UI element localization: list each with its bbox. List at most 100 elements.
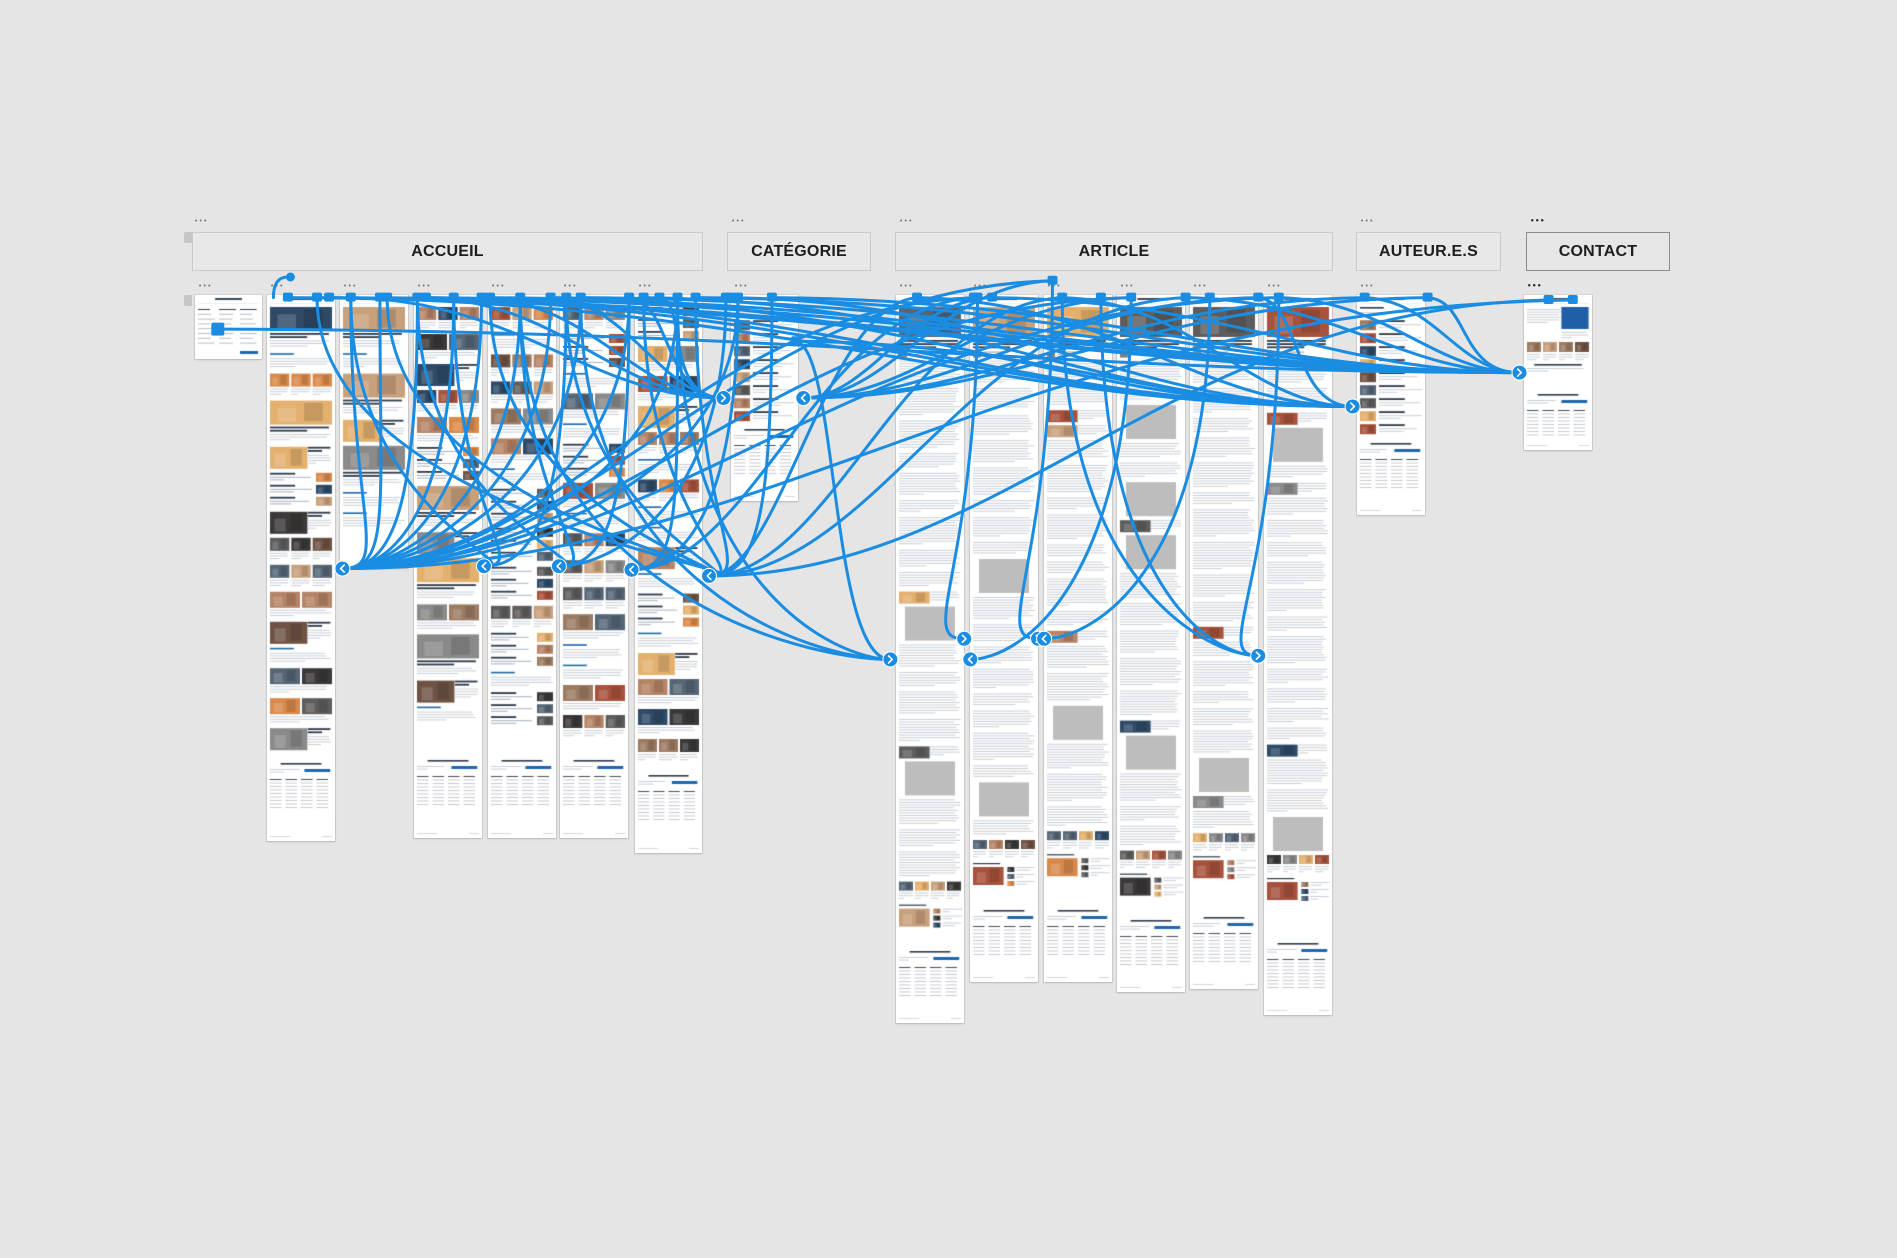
- connection-handle-icon[interactable]: [575, 292, 586, 302]
- artboard-contact-1[interactable]: [1524, 295, 1592, 450]
- prototype-wire[interactable]: [676, 296, 892, 661]
- prototype-wire[interactable]: [1426, 296, 1521, 375]
- more-horizontal-icon[interactable]: •••: [1267, 282, 1281, 290]
- connection-handle-icon[interactable]: [1095, 292, 1106, 302]
- more-horizontal-icon[interactable]: •••: [638, 282, 652, 290]
- connection-handle-icon[interactable]: [1057, 292, 1068, 302]
- connection-handle-icon[interactable]: [485, 292, 495, 302]
- prototype-wire[interactable]: [340, 296, 383, 571]
- connection-handle-icon[interactable]: [672, 292, 683, 302]
- section-more-icon[interactable]: •••: [1360, 217, 1374, 225]
- connection-handle-icon[interactable]: [312, 292, 322, 302]
- connection-handle-icon[interactable]: [1047, 275, 1058, 285]
- section-more-icon[interactable]: •••: [731, 217, 745, 225]
- connection-handle-icon[interactable]: [791, 336, 802, 346]
- artboard-article-2[interactable]: [970, 295, 1038, 982]
- connection-handle-icon[interactable]: [382, 292, 393, 302]
- connection-handle-icon[interactable]: [1253, 292, 1264, 302]
- wire-target-left[interactable]: [1036, 630, 1053, 647]
- prototype-wire[interactable]: [1256, 296, 1355, 408]
- connection-handle-icon[interactable]: [1422, 292, 1433, 302]
- connection-handle-icon[interactable]: [476, 292, 487, 302]
- connection-handle-icon[interactable]: [561, 292, 572, 302]
- prototype-wire[interactable]: [579, 296, 892, 661]
- wire-target-left[interactable]: [701, 567, 717, 584]
- more-horizontal-icon[interactable]: •••: [1527, 282, 1542, 290]
- connection-handle-icon[interactable]: [1204, 292, 1215, 302]
- prototype-wire[interactable]: [770, 296, 1521, 375]
- prototype-wire[interactable]: [1099, 296, 1260, 658]
- connection-handle-icon[interactable]: [324, 292, 335, 302]
- connection-handle-icon[interactable]: [720, 292, 731, 302]
- wire-target-right[interactable]: [715, 390, 732, 406]
- artboard-article-6[interactable]: [1264, 295, 1332, 1015]
- connection-handle-icon[interactable]: [690, 292, 701, 302]
- prototype-wire[interactable]: [216, 327, 1521, 375]
- connection-handle-icon[interactable]: [282, 292, 293, 302]
- connection-handle-icon[interactable]: [1567, 295, 1578, 304]
- section-header-accueil[interactable]: ACCUEIL: [192, 232, 703, 271]
- section-header-auteurs[interactable]: AUTEUR.E.S: [1356, 232, 1501, 271]
- prototype-wire[interactable]: [415, 296, 569, 568]
- connection-handle-icon[interactable]: [345, 292, 356, 302]
- prototype-wire[interactable]: [801, 296, 1260, 400]
- prototype-wire[interactable]: [271, 275, 290, 300]
- prototype-wire[interactable]: [707, 296, 1064, 578]
- wire-target-left[interactable]: [623, 561, 640, 578]
- section-more-icon[interactable]: •••: [194, 217, 208, 225]
- section-header-contact[interactable]: CONTACT: [1526, 232, 1670, 271]
- connection-handle-icon[interactable]: [515, 292, 526, 302]
- section-more-icon[interactable]: •••: [899, 217, 913, 225]
- prototype-wire[interactable]: [340, 298, 1575, 571]
- section-header-article[interactable]: ARTICLE: [895, 232, 1333, 271]
- prototype-wire[interactable]: [630, 296, 976, 572]
- more-horizontal-icon[interactable]: •••: [1120, 282, 1134, 290]
- wire-target-right[interactable]: [1344, 398, 1361, 415]
- prototype-wire[interactable]: [1277, 296, 1521, 375]
- more-horizontal-icon[interactable]: •••: [198, 282, 212, 290]
- section-more-icon[interactable]: •••: [1530, 217, 1545, 225]
- connection-handle-icon[interactable]: [211, 322, 225, 336]
- more-horizontal-icon[interactable]: •••: [973, 282, 987, 290]
- connection-handle-icon[interactable]: [1273, 292, 1284, 302]
- more-horizontal-icon[interactable]: •••: [343, 282, 357, 290]
- connection-handle-icon[interactable]: [412, 292, 423, 302]
- artboard-accueil-4[interactable]: [488, 295, 556, 838]
- prototype-wire[interactable]: [794, 339, 892, 661]
- prototype-wire[interactable]: [349, 296, 725, 400]
- connection-handle-icon[interactable]: [1359, 292, 1370, 302]
- wire-target-right[interactable]: [1250, 647, 1267, 664]
- connection-handle-icon[interactable]: [654, 292, 665, 302]
- wire-target-right[interactable]: [882, 651, 899, 668]
- more-horizontal-icon[interactable]: •••: [491, 282, 505, 290]
- prototype-wire[interactable]: [452, 296, 502, 568]
- wire-target-right[interactable]: [956, 630, 973, 647]
- artboard-accueil-1[interactable]: [267, 295, 335, 841]
- prototype-wire[interactable]: [518, 296, 892, 661]
- more-horizontal-icon[interactable]: •••: [899, 282, 913, 290]
- prototype-wire[interactable]: [340, 279, 1054, 571]
- prototype-wire[interactable]: [340, 296, 631, 571]
- artboard-auteurs-1[interactable]: [1357, 295, 1425, 515]
- more-horizontal-icon[interactable]: •••: [1360, 282, 1374, 290]
- prototype-wire[interactable]: [707, 298, 1551, 578]
- connection-handle-icon[interactable]: [624, 292, 635, 302]
- artboard-accueil-3[interactable]: [414, 295, 482, 838]
- connection-handle-icon[interactable]: [987, 292, 998, 302]
- more-horizontal-icon[interactable]: •••: [1193, 282, 1207, 290]
- more-horizontal-icon[interactable]: •••: [563, 282, 577, 290]
- prototype-wire[interactable]: [1184, 296, 1521, 375]
- prototype-wire[interactable]: [944, 296, 979, 641]
- prototype-wire[interactable]: [1018, 279, 1054, 641]
- wire-target-right[interactable]: [1511, 364, 1528, 381]
- connection-handle-icon[interactable]: [285, 272, 295, 282]
- prototype-wire[interactable]: [349, 296, 494, 568]
- connection-handle-icon[interactable]: [638, 292, 649, 302]
- connection-handle-icon[interactable]: [420, 292, 431, 302]
- prototype-wire[interactable]: [990, 296, 1521, 375]
- section-header-categorie[interactable]: CATÉGORIE: [727, 232, 871, 271]
- connection-handle-icon[interactable]: [448, 292, 459, 302]
- wire-target-left[interactable]: [795, 390, 812, 406]
- connection-handle-icon[interactable]: [545, 292, 556, 302]
